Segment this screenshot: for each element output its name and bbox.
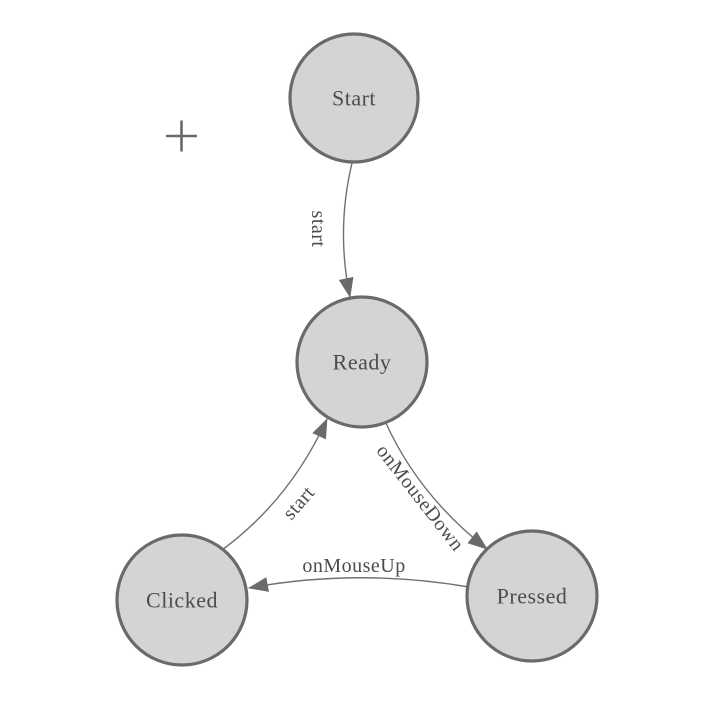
node-label-start: Start: [332, 86, 376, 111]
edge-ready-to-pressed[interactable]: [384, 420, 488, 550]
state-circle-ready[interactable]: [295, 295, 429, 429]
edge-start-to-ready[interactable]: [338, 162, 354, 298]
node-label-pressed: Pressed: [497, 584, 568, 609]
edge-pressed-to-clicked[interactable]: [248, 577, 470, 592]
state-circle-start[interactable]: [288, 32, 420, 164]
plus-icon[interactable]: [166, 120, 197, 152]
node-start[interactable]: Start: [288, 32, 420, 164]
edge-label-on-mouse-up: onMouseUp: [302, 555, 405, 577]
node-clicked[interactable]: Clicked: [115, 533, 249, 667]
state-circle-pressed[interactable]: [465, 529, 599, 663]
edge-label-start-to-ready: start: [307, 211, 329, 248]
node-ready[interactable]: Ready: [295, 295, 429, 429]
node-label-ready: Ready: [333, 350, 392, 375]
edge-label-on-mouse-down: onMouseDown: [372, 440, 469, 555]
node-label-clicked: Clicked: [146, 588, 218, 613]
node-pressed[interactable]: Pressed: [465, 529, 599, 663]
edge-clicked-to-ready[interactable]: [221, 418, 328, 551]
state-circle-clicked[interactable]: [115, 533, 249, 667]
